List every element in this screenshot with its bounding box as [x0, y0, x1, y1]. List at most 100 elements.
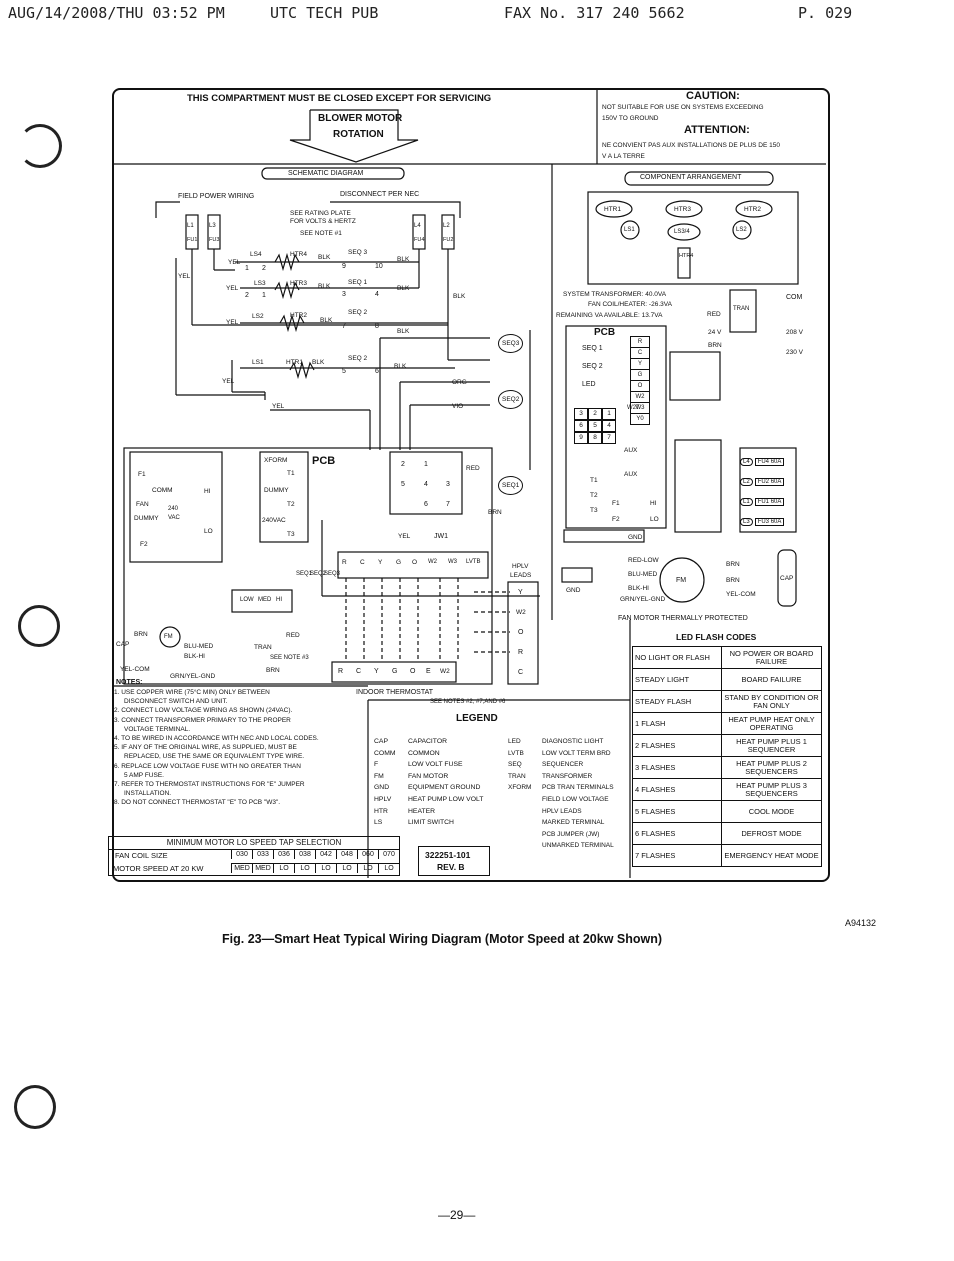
fuse-l3: L3 — [209, 223, 216, 229]
attention-line-1: NE CONVIENT PAS AUX INSTALLATIONS DE PLU… — [602, 142, 780, 149]
component-pcb-label: PCB — [594, 327, 616, 338]
fuse-line-terminal: L4 — [740, 458, 753, 466]
led-meaning: HEAT PUMP PLUS 3 SEQUENCERS — [721, 778, 822, 801]
motor-speed-cell: LO — [273, 863, 294, 873]
htr3-label: HTR3 — [290, 280, 307, 287]
motor-speed-cell: LO — [336, 863, 357, 873]
comp-red-low: RED-LOW — [628, 557, 659, 564]
led-meaning: STAND BY CONDITION OR FAN ONLY — [721, 690, 822, 713]
tap-med: MED — [258, 597, 272, 603]
motor-cap: CAP — [116, 641, 130, 648]
vac240-label: 240VAC — [262, 517, 286, 524]
legend-value: LIMIT SWITCH — [408, 819, 454, 827]
comp-t3: T3 — [590, 507, 598, 514]
tran-brn: BRN — [266, 667, 280, 674]
row2-out-term: 1 — [262, 292, 266, 299]
attention-line-2: V A LA TERRE — [602, 153, 645, 160]
comp-brn-2: BRN — [726, 577, 740, 584]
comp-blu-med: BLU-MED — [628, 571, 658, 578]
led-meaning: HEAT PUMP PLUS 1 SEQUENCER — [721, 734, 822, 757]
thermally-protected: FAN MOTOR THERMALLY PROTECTED — [618, 615, 748, 622]
legend-value: DIAGNOSTIC LIGHT — [542, 738, 604, 745]
comp-blk-hi: BLK-HI — [628, 585, 649, 592]
led-code: 5 FLASHES — [632, 800, 722, 823]
motor-speed-cell: LO — [357, 863, 378, 873]
seq3-coil: SEQ3 — [498, 334, 524, 353]
seq2-term-8: 8 — [375, 323, 379, 330]
component-grid-cell: 5 — [588, 420, 602, 432]
row1-out-term: 2 — [262, 265, 266, 272]
note-line: 5. IF ANY OF THE ORIGINAL WIRE, AS SUPPL… — [114, 744, 297, 752]
tstat-o: O — [410, 668, 416, 675]
legend-value: LOW VOLT TERM BRD — [542, 749, 611, 757]
comp-f1: F1 — [612, 500, 620, 507]
seq2b-row-label: SEQ 2 — [348, 355, 368, 362]
pcb-seq1: SEQ 1 — [582, 345, 603, 352]
fuse-line-terminal: L3 — [740, 518, 753, 526]
ls1-position: LS1 — [624, 227, 635, 233]
caution-line-1: NOT SUITABLE FOR USE ON SYSTEMS EXCEEDIN… — [602, 104, 764, 111]
remaining-va: REMAINING VA AVAILABLE: 13.7VA — [556, 312, 663, 319]
fax-header: AUG/14/2008/THU 03:52 PM UTC TECH PUB FA… — [8, 4, 948, 28]
legend-key: F — [374, 761, 379, 769]
xform-label: XFORM — [264, 457, 288, 464]
legend-key: LS — [374, 819, 383, 827]
note-line: 7. REFER TO THERMOSTAT INSTRUCTIONS FOR … — [114, 781, 305, 789]
fan-dummy: DUMMY — [134, 515, 159, 522]
comp-grn-gnd: GRN/YEL-GND — [620, 596, 666, 603]
fuse-rating: FU2 60A — [754, 478, 785, 486]
legend-title: LEGEND — [456, 713, 498, 724]
note-line: 4. TO BE WIRED IN ACCORDANCE WITH NEC AN… — [114, 735, 319, 743]
schematic-title: SCHEMATIC DIAGRAM — [288, 170, 364, 177]
component-grid-cell: 3 — [574, 408, 588, 420]
tstat-e: E — [426, 668, 431, 675]
dummy-label: DUMMY — [264, 487, 289, 494]
seq2-row-label: SEQ 2 — [348, 309, 368, 316]
legend-row: LVTB LOW VOLT TERM BRD — [508, 748, 628, 760]
pcb-label: PCB — [312, 455, 336, 467]
component-grid-cell: 7 — [602, 432, 616, 444]
htr2-wire-color: BLK — [320, 317, 333, 324]
org-wire: ORG — [452, 379, 467, 386]
aux-label-1: AUX — [624, 447, 638, 454]
page-number: —29— — [438, 1208, 476, 1222]
seq2-strip: SEQ2 — [310, 571, 327, 577]
fan-coil-size-label: FAN COIL SIZE — [115, 851, 168, 860]
led-code: STEADY FLASH — [632, 690, 722, 713]
comp-f2: F2 — [612, 516, 620, 523]
pcb-term-1: 1 — [424, 461, 428, 468]
component-grid-cell: 1 — [602, 408, 616, 420]
motor-blu-med: BLU-MED — [184, 643, 214, 650]
legend-value: LOW VOLT FUSE — [408, 761, 463, 769]
field-power-label: FIELD POWER WIRING — [178, 193, 255, 200]
legend-row: PCB JUMPER (JW) — [508, 829, 628, 841]
hplv-w2: W2 — [516, 609, 526, 616]
legend-value: COMMON — [408, 749, 440, 757]
htr2-label: HTR2 — [290, 312, 307, 319]
ls2-label: LS2 — [252, 313, 264, 320]
led-code: 6 FLASHES — [632, 822, 722, 845]
part-number-box: 322251-101 REV. B — [418, 846, 490, 876]
fuse-rating: FU3 60A — [754, 518, 785, 526]
tran-red: RED — [286, 632, 300, 639]
fan-coil-size-cell: 070 — [378, 850, 399, 859]
legend-key: LVTB — [508, 749, 524, 757]
legend-value: FAN MOTOR — [408, 772, 449, 780]
htr4-label: HTR4 — [290, 251, 307, 258]
fax-sender: UTC TECH PUB — [270, 4, 379, 22]
note-line: DISCONNECT SWITCH AND UNIT. — [124, 698, 228, 706]
legend-value: HEATER — [408, 807, 436, 815]
tap-low: LOW — [240, 597, 254, 603]
row2-blk: BLK — [397, 285, 410, 292]
tstat-r: R — [338, 668, 344, 675]
strip-o: O — [412, 559, 418, 566]
pcb-term-5: 5 — [401, 481, 405, 488]
